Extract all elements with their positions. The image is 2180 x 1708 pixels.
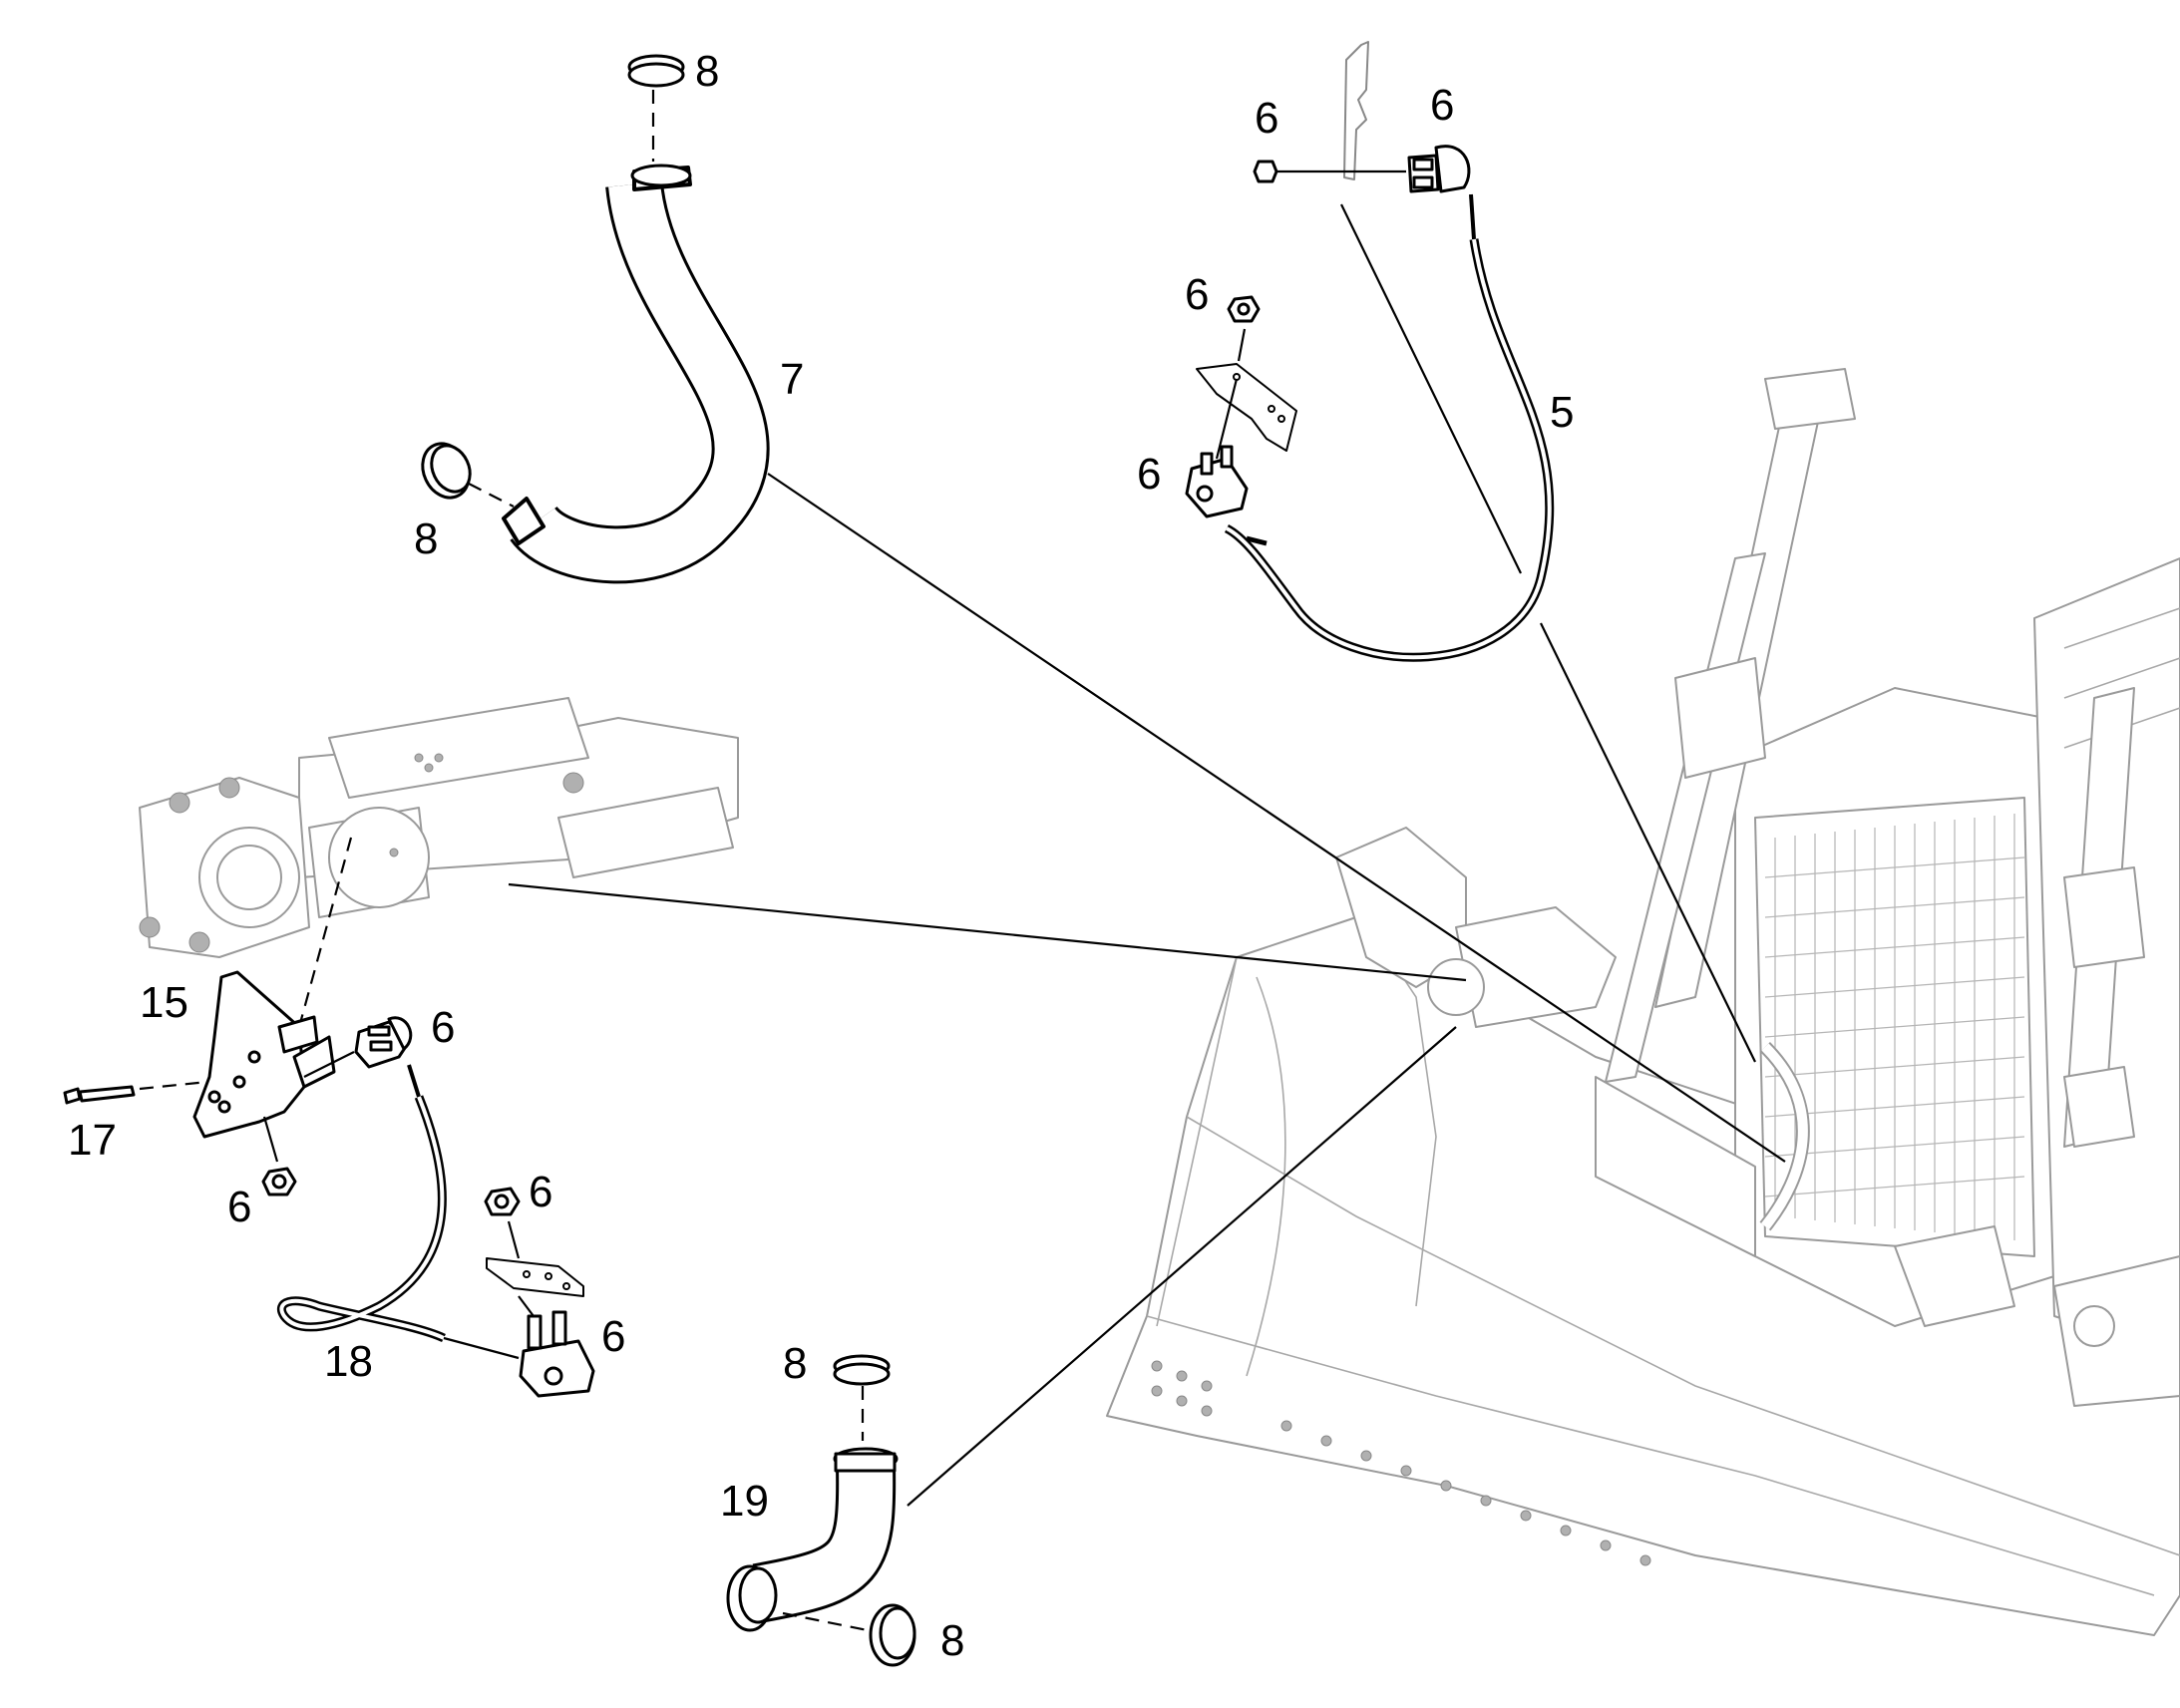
callout-18: 18 [324,1337,373,1386]
callout-labels: 8 7 8 6 6 5 6 6 15 6 17 6 6 18 6 8 19 8 [68,47,1574,1665]
cable-clamp-mid [1185,445,1249,518]
tilt-cylinder [139,697,739,958]
leader-lines [508,203,1786,1507]
callout-6-d: 6 [1137,450,1161,499]
callout-5: 5 [1550,388,1574,437]
hose-clamp-bottom [869,1603,916,1667]
callout-8-mid: 8 [783,1339,807,1388]
callout-6-e: 6 [431,1003,455,1052]
nut-mid [1227,295,1261,323]
short-hose [726,1447,899,1632]
cable-clamp-top [1407,145,1471,193]
callout-15: 15 [140,978,188,1027]
bracket-plate-lower [486,1257,584,1297]
hose-clamp-mid [833,1354,891,1386]
callout-6-a: 6 [1255,94,1278,143]
hose-clamp-left [421,442,472,500]
cable-clamp-bottom [519,1310,595,1398]
callout-7: 7 [780,355,804,404]
nut-bracket [261,1167,297,1196]
nut-lower [484,1187,521,1216]
callout-6-c: 6 [1185,270,1209,319]
callout-8-top: 8 [695,47,719,96]
blade-bolt-holes [1151,1360,1651,1566]
ground-cable [277,1064,447,1343]
dozer-machine [1106,368,2180,1636]
cable-clamp-lower [354,1016,413,1069]
callout-19: 19 [720,1477,769,1526]
callout-6-b: 6 [1430,81,1454,130]
mounting-bracket [192,970,336,1139]
lift-cylinders [1605,368,2145,1148]
callout-6-f: 6 [227,1183,251,1231]
callout-8-bottom: 8 [940,1616,964,1665]
nut-top-left [1253,160,1278,183]
callout-17: 17 [68,1116,117,1165]
bracket-plate-top [1343,41,1369,180]
radiator-grille [1764,814,2025,1240]
battery-cable [1224,193,1555,662]
bolt [63,1085,136,1105]
callout-6-h: 6 [601,1312,625,1361]
bracket-plate-mid [1196,363,1297,452]
callout-8-left: 8 [414,514,438,563]
radiator-assembly [1734,557,2180,1357]
hose-clamp-top [627,54,685,88]
callout-6-g: 6 [529,1168,552,1216]
radiator-hose [502,164,770,584]
